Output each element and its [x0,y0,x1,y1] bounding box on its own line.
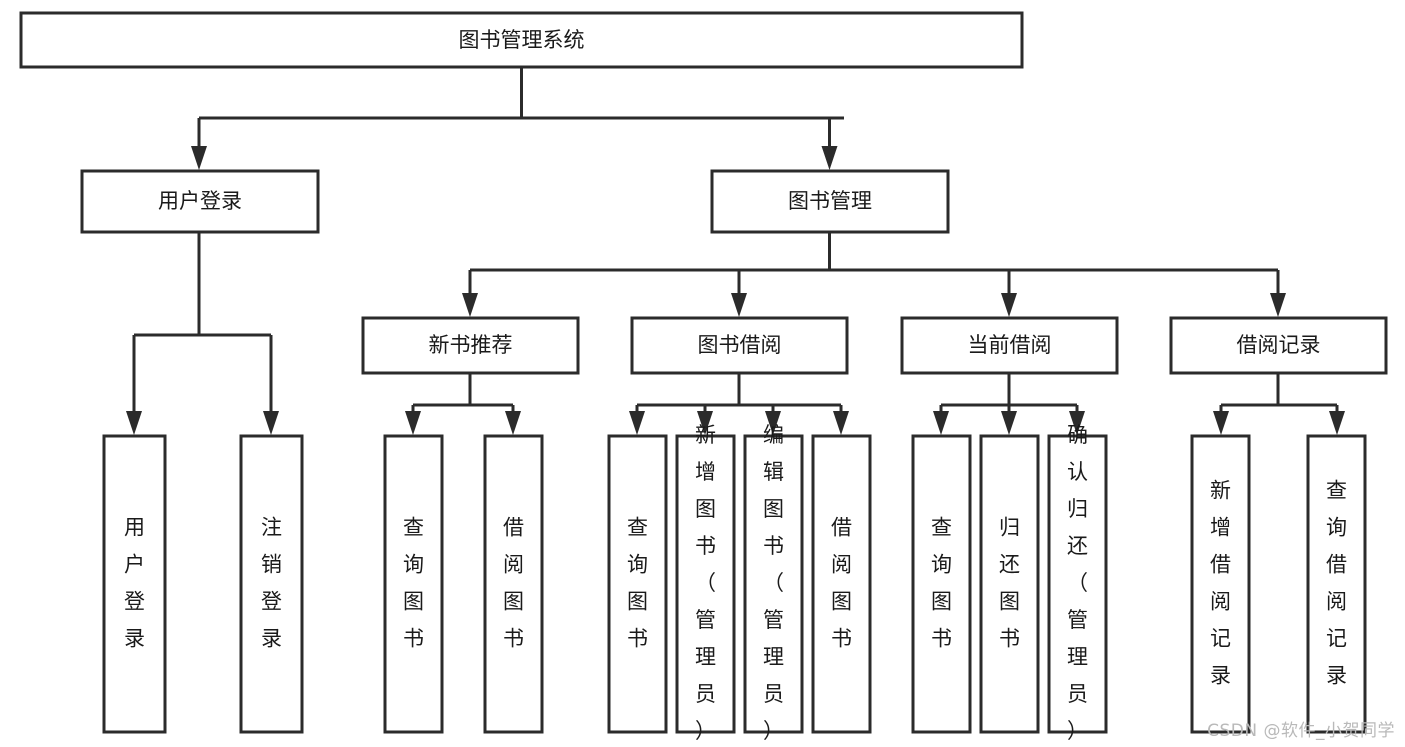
node-leaf-query-book-3[interactable]: 查询图书 [911,434,972,734]
node-leaf-query-book-3-box[interactable] [911,434,972,734]
node-new-book-recommend[interactable]: 新书推荐 [361,316,580,375]
node-leaf-edit-book-admin-box[interactable] [743,434,804,734]
node-root-box[interactable] [19,11,1024,69]
node-leaf-query-book-1-label: 查询图书 [403,516,424,651]
arrow-leaf-query-record-icon [1329,411,1345,435]
node-leaf-confirm-return-admin-box[interactable] [1047,434,1108,734]
node-leaf-query-book-2[interactable]: 查询图书 [607,434,668,734]
node-leaf-add-book-admin[interactable]: 新增图书（管理员） [675,423,736,743]
node-leaf-query-book-3-label: 查询图书 [931,516,952,651]
edges-group [126,67,1345,435]
node-leaf-user-logout[interactable]: 注销登录 [239,434,304,734]
node-leaf-query-book-2-box[interactable] [607,434,668,734]
node-leaf-borrow-book-2-box[interactable] [811,434,872,734]
arrow-to-new-book-icon [462,293,478,317]
arrow-leaf-query-book-3-icon [933,411,949,435]
node-leaf-query-borrow-record-label: 查询借阅记录 [1326,479,1347,688]
node-root-label: 图书管理系统 [459,28,585,52]
node-book-manage-label: 图书管理 [788,189,872,213]
node-borrow-record-label: 借阅记录 [1237,333,1321,357]
node-current-borrow[interactable]: 当前借阅 [900,316,1119,375]
node-leaf-borrow-book-1[interactable]: 借阅图书 [483,434,544,734]
arrow-leaf-borrow-book-2-icon [833,411,849,435]
node-borrow-record-box[interactable] [1169,316,1388,375]
node-leaf-return-book-box[interactable] [979,434,1040,734]
arrow-leaf-borrow-book-1-icon [505,411,521,435]
node-book-borrow-box[interactable] [630,316,849,375]
arrow-to-book-manage-icon [821,146,838,170]
node-new-book-recommend-label: 新书推荐 [429,333,513,357]
node-leaf-edit-book-admin-label: 编辑图书（管理员） [763,423,784,743]
node-leaf-add-book-admin-box[interactable] [675,434,736,734]
arrow-to-book-borrow-icon [731,293,747,317]
node-book-manage-box[interactable] [710,169,950,234]
node-leaf-query-borrow-record-box[interactable] [1306,434,1367,734]
node-leaf-edit-book-admin[interactable]: 编辑图书（管理员） [743,423,804,743]
node-leaf-query-book-1-box[interactable] [383,434,444,734]
arrow-leaf-edit-book-icon [765,411,781,435]
node-leaf-user-login-box[interactable] [102,434,167,734]
node-leaf-user-login-label: 用户登录 [124,516,145,651]
node-leaf-add-borrow-record[interactable]: 新增借阅记录 [1190,434,1251,734]
node-book-borrow[interactable]: 图书借阅 [630,316,849,375]
node-user-login-box[interactable] [80,169,320,234]
node-leaf-query-book-2-label: 查询图书 [627,516,648,651]
arrow-leaf-user-login-icon [126,411,142,435]
node-user-login[interactable]: 用户登录 [80,169,320,234]
arrow-to-user-login-icon [191,146,207,170]
node-borrow-record[interactable]: 借阅记录 [1169,316,1388,375]
arrow-leaf-user-logout-icon [263,411,279,435]
node-leaf-borrow-book-1-label: 借阅图书 [503,516,524,651]
arrow-leaf-add-record-icon [1213,411,1229,435]
node-leaf-add-borrow-record-label: 新增借阅记录 [1210,479,1231,688]
node-book-borrow-label: 图书借阅 [698,333,782,357]
node-current-borrow-label: 当前借阅 [968,333,1052,357]
node-new-book-recommend-box[interactable] [361,316,580,375]
node-leaf-return-book[interactable]: 归还图书 [979,434,1040,734]
node-root[interactable]: 图书管理系统 [19,11,1024,69]
arrow-leaf-query-book-1-icon [405,411,421,435]
node-leaf-add-borrow-record-box[interactable] [1190,434,1251,734]
node-leaf-borrow-book-2-label: 借阅图书 [831,516,852,651]
arrow-leaf-return-book-icon [1001,411,1017,435]
arrow-to-borrow-record-icon [1270,293,1286,317]
node-leaf-borrow-book-2[interactable]: 借阅图书 [811,434,872,734]
node-leaf-query-borrow-record[interactable]: 查询借阅记录 [1306,434,1367,734]
node-leaf-user-logout-box[interactable] [239,434,304,734]
node-current-borrow-box[interactable] [900,316,1119,375]
node-leaf-confirm-return-admin[interactable]: 确认归还（管理员） [1047,423,1108,743]
arrow-leaf-add-book-icon [697,411,713,435]
node-leaf-user-login[interactable]: 用户登录 [102,434,167,734]
arrow-leaf-query-book-2-icon [629,411,645,435]
node-leaf-add-book-admin-label: 新增图书（管理员） [695,423,716,743]
node-leaf-query-book-1[interactable]: 查询图书 [383,434,444,734]
node-leaf-borrow-book-1-box[interactable] [483,434,544,734]
node-user-login-label: 用户登录 [158,189,242,213]
node-leaf-return-book-label: 归还图书 [999,516,1020,651]
node-leaf-user-logout-label: 注销登录 [261,516,282,651]
arrow-leaf-confirm-return-icon [1069,411,1085,435]
node-leaf-confirm-return-admin-label: 确认归还（管理员） [1067,423,1088,743]
arrow-to-current-borrow-icon [1001,293,1017,317]
csdn-watermark: CSDN @软件_小贺同学 [1207,721,1395,741]
node-book-manage[interactable]: 图书管理 [710,169,950,234]
